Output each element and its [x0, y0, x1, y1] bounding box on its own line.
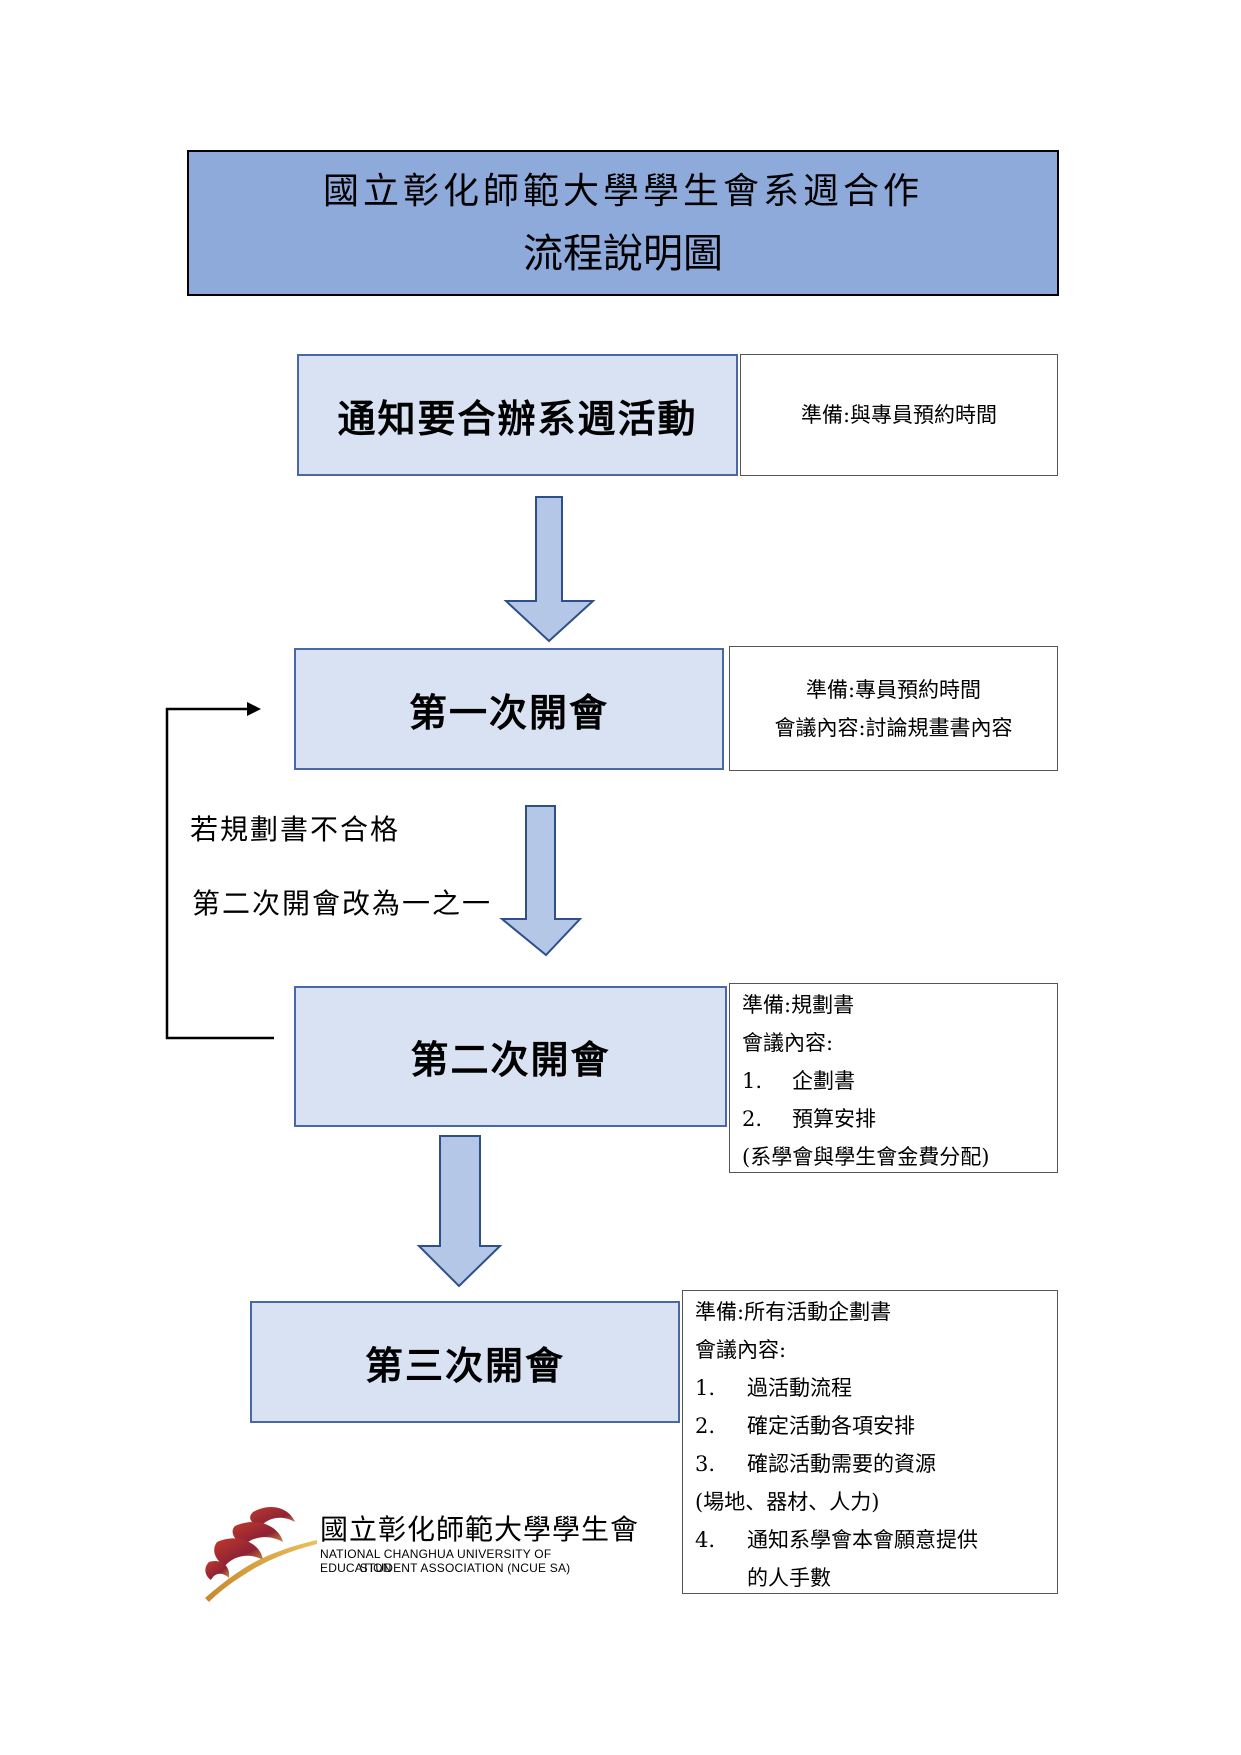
logo-name-en-line1: NATIONAL CHANGHUA UNIVERSITY OF EDUCATIO…: [320, 1547, 552, 1575]
loop-back-connector: [165, 707, 274, 1040]
note-list-item: 2. 確定活動各項安排: [695, 1414, 915, 1438]
note-line: 會議內容:討論規畫書內容: [774, 715, 1013, 740]
note-list-item: 1. 企劃書: [742, 1069, 855, 1093]
note-extra: (場地、器材、人力): [695, 1490, 880, 1514]
down-arrow-1: [503, 496, 596, 643]
loop-action-text: 第二次開會改為一之一: [192, 887, 493, 920]
step-notify-label: 通知要合辦系週活動: [337, 395, 698, 441]
step-first-meeting-note: 準備:專員預約時間 會議內容:討論規畫書內容: [729, 646, 1058, 771]
down-arrow-3: [416, 1135, 503, 1288]
step-notify: 通知要合辦系週活動: [297, 354, 738, 476]
step-second-meeting-note: 準備:規劃書 會議內容: 1. 企劃書 2. 預算安排 (系學會與學生會金費分配…: [729, 983, 1058, 1173]
note-line: 準備:與專員預約時間: [800, 403, 998, 427]
note-content-label: 會議內容:: [742, 1031, 834, 1055]
step-second-meeting-label: 第二次開會: [410, 1037, 611, 1082]
note-prep: 準備:規劃書: [742, 993, 855, 1017]
logo-name-zh: 國立彰化師範大學學生會: [320, 1513, 640, 1546]
note-prep: 準備:所有活動企劃書: [695, 1300, 892, 1324]
loop-back-arrowhead: [247, 702, 261, 716]
step-first-meeting-label: 第一次開會: [408, 689, 609, 735]
note-list-item: 3. 確認活動需要的資源: [695, 1452, 936, 1476]
step-third-meeting-note: 準備:所有活動企劃書 會議內容: 1. 過活動流程 2. 確定活動各項安排 3.…: [682, 1290, 1058, 1594]
ncue-sa-logo-icon: [195, 1498, 320, 1608]
note-line: 準備:專員預約時間: [805, 677, 982, 702]
title-main: 國立彰化師範大學學生會系週合作: [322, 171, 923, 213]
note-list-item: 1. 過活動流程: [695, 1376, 852, 1400]
title-banner: 國立彰化師範大學學生會系週合作 流程說明圖: [187, 150, 1059, 296]
note-extra: (系學會與學生會金費分配): [742, 1145, 990, 1169]
note-list-item-continuation: 的人手數: [747, 1566, 831, 1590]
note-list-item: 2. 預算安排: [742, 1107, 876, 1131]
step-third-meeting-label: 第三次開會: [364, 1342, 565, 1388]
loop-condition-text: 若規劃書不合格: [190, 813, 401, 846]
step-second-meeting: 第二次開會: [294, 986, 727, 1127]
step-third-meeting: 第三次開會: [250, 1301, 680, 1423]
down-arrow-2: [499, 805, 583, 957]
note-list-item: 4. 通知系學會本會願意提供: [695, 1528, 978, 1552]
step-notify-note: 準備:與專員預約時間: [740, 354, 1058, 476]
logo-name-en-line2: STUDENT ASSOCIATION (NCUE SA): [359, 1561, 571, 1575]
title-sub: 流程說明圖: [523, 230, 723, 277]
step-first-meeting: 第一次開會: [294, 648, 724, 770]
note-content-label: 會議內容:: [695, 1338, 787, 1362]
